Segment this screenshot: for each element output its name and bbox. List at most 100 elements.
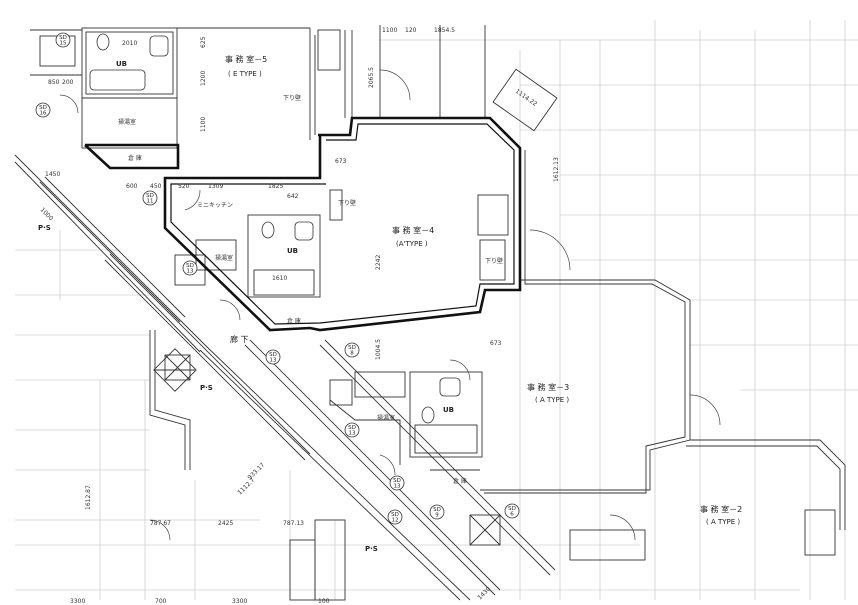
dim-1610: 1610 xyxy=(272,275,287,282)
sd-tag-12-text: 12 xyxy=(392,518,399,524)
storage-label-3: 倉 庫 xyxy=(453,477,467,485)
dim-450: 450 xyxy=(150,183,162,190)
ceiling-down-label-1: 下り壁 xyxy=(283,94,301,102)
dim-2010: 2010 xyxy=(122,40,137,47)
ceiling-down-label-3: 下り壁 xyxy=(485,257,503,265)
sanitary-fixtures xyxy=(89,33,461,424)
sd-tag-6-text: SD xyxy=(508,506,516,512)
dim-1200: 1200 xyxy=(200,71,207,86)
sd-tag-6-text: 6 xyxy=(510,512,514,518)
dim-1612-87: 1612.87 xyxy=(85,485,92,510)
sd-tag-13b-text: SD xyxy=(269,352,277,358)
sd-tag-6 xyxy=(504,503,520,519)
sd-tag-13d-text: SD xyxy=(393,478,401,484)
office2-type: ( A TYPE ) xyxy=(706,518,740,526)
dim-1825: 1825 xyxy=(268,183,283,190)
dim-3300-b: 3300 xyxy=(232,598,247,605)
sd-tag-8-text: SD xyxy=(348,345,356,351)
ps-label-3: P·S xyxy=(365,545,378,553)
storage-label-1: 倉 庫 xyxy=(128,154,142,162)
office5-name: 事 務 室－5 xyxy=(225,54,267,64)
dim-200: 200 xyxy=(62,79,74,86)
office3-type: ( A TYPE ) xyxy=(535,396,569,404)
dim-2242: 2242 xyxy=(375,255,382,270)
sd-tag-13b xyxy=(265,349,281,365)
sd-tag-13c-text: SD xyxy=(348,425,356,431)
ps-label-2: P·S xyxy=(200,384,213,392)
sd-tag-11-text: 11 xyxy=(147,199,154,205)
sd-tag-12 xyxy=(387,509,403,525)
dim-1114: 1114.22 xyxy=(514,88,538,108)
office2-name: 事 務 室－2 xyxy=(700,504,742,514)
dim-2065: 2065.5 xyxy=(368,67,375,88)
dim-1004: 1004.5 xyxy=(375,339,382,360)
sd-tag-8 xyxy=(344,342,360,358)
dim-1100-b: 1100 xyxy=(200,117,207,132)
dim-1450: 1450 xyxy=(45,171,60,178)
dim-120: 120 xyxy=(405,27,417,34)
dim-1854: 1854.5 xyxy=(434,27,455,34)
ub-label-1: UB xyxy=(116,60,127,68)
kitchenette-label: ミニキッチン xyxy=(197,202,233,209)
dim-2425: 2425 xyxy=(218,520,233,527)
corridor-label: 廊 下 xyxy=(230,334,249,344)
cleaning-label-2: 掃湯室 xyxy=(215,254,233,262)
sd-tag-9 xyxy=(429,504,445,520)
sd-tag-15-text: SD xyxy=(59,35,67,41)
sd-tag-8-text: 8 xyxy=(350,351,354,357)
ub-label-2: UB xyxy=(287,247,298,255)
dim-625: 625 xyxy=(200,36,207,48)
ps-label-1: P·S xyxy=(38,224,51,232)
dim-520: 520 xyxy=(178,183,190,190)
sd-tag-16-text: 16 xyxy=(40,111,47,117)
bold-outline xyxy=(84,116,522,332)
sd-tag-11-text: SD xyxy=(146,193,154,199)
dim-600: 600 xyxy=(126,183,138,190)
dim-933: 933.17 xyxy=(246,461,266,481)
sd-tag-11 xyxy=(142,190,158,206)
sd-tag-13d xyxy=(389,475,405,491)
office4-name: 事 務 室－4 xyxy=(392,225,434,235)
dim-673: 673 xyxy=(335,158,347,165)
dim-1612-13: 1612.13 xyxy=(553,157,560,182)
dim-850: 850 xyxy=(48,79,60,86)
dim-100: 100 xyxy=(318,598,330,605)
sd-tag-13a-text: SD xyxy=(186,263,194,269)
sd-tag-16 xyxy=(35,102,51,118)
dim-1309: 1309 xyxy=(208,183,223,190)
office5-type: ( E TYPE ) xyxy=(228,70,262,78)
sd-tag-13b-text: 13 xyxy=(270,358,277,364)
office3-name: 事 務 室－3 xyxy=(527,382,569,392)
grid-lines xyxy=(15,20,858,600)
dim-1000: 1000 xyxy=(39,206,55,222)
storage-label-2: 倉 庫 xyxy=(287,317,301,325)
dim-3300-a: 3300 xyxy=(70,598,85,605)
sd-tag-12-text: SD xyxy=(391,512,399,518)
sd-tag-13d-text: 13 xyxy=(394,484,401,490)
cleaning-label-1: 掃湯室 xyxy=(118,118,136,126)
office4-type: (A'TYPE ) xyxy=(396,240,428,248)
dim-673-b: 673 xyxy=(490,340,502,347)
sd-tag-13a xyxy=(182,260,198,276)
door-swings xyxy=(59,69,721,541)
sd-tag-9-text: 9 xyxy=(435,513,439,519)
sd-tag-16-text: SD xyxy=(39,105,47,111)
sd-circles xyxy=(35,32,520,525)
dim-700: 700 xyxy=(155,598,167,605)
cleaning-label-3: 掃湯室 xyxy=(377,414,395,422)
dim-787-13: 787.13 xyxy=(283,520,304,527)
ceiling-down-label-2: 下り壁 xyxy=(338,199,356,207)
sd-tag-15-text: 15 xyxy=(60,41,67,47)
dim-787-67: 787.67 xyxy=(150,520,171,527)
sd-tag-13c xyxy=(344,422,360,438)
dim-642: 642 xyxy=(287,193,299,200)
dim-1430: 1430 xyxy=(476,586,492,602)
sd-tag-13a-text: 13 xyxy=(187,269,194,275)
sd-tag-13c-text: 13 xyxy=(349,431,356,437)
dim-1100: 1100 xyxy=(382,27,397,34)
sd-tag-15 xyxy=(55,32,71,48)
sd-tag-9-text: SD xyxy=(433,507,441,513)
ub-label-3: UB xyxy=(443,406,454,414)
dim-1112: 1112.7 xyxy=(236,476,256,496)
